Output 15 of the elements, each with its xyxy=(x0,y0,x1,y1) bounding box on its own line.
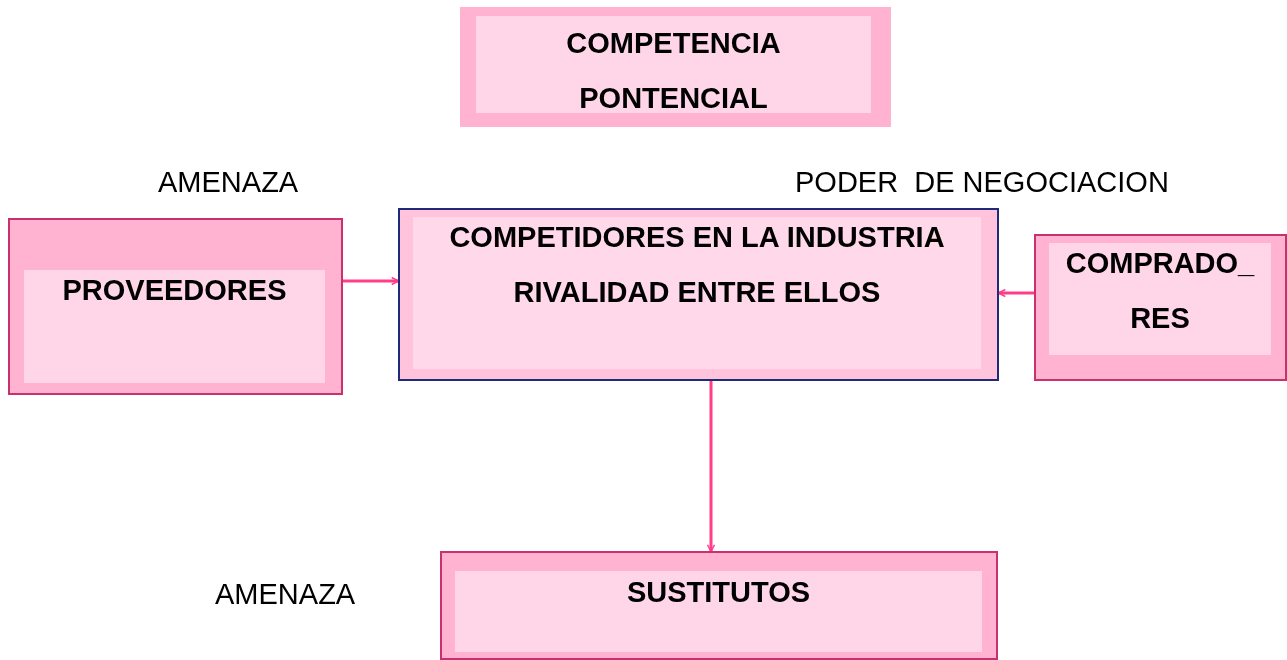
process-box xyxy=(398,208,999,381)
annotation-text: PODER DE NEGOCIACION xyxy=(795,166,1169,199)
process-box xyxy=(1034,234,1287,381)
box-label: COMPETIDORES EN LA INDUSTRIA RIVALIDAD ENTRE ELLOS xyxy=(448,220,946,310)
process-box xyxy=(440,551,998,660)
box-label: COMPETENCIA PONTENCIAL xyxy=(565,26,782,116)
process-box xyxy=(8,218,343,395)
arrow xyxy=(343,276,400,286)
process-box xyxy=(460,7,891,127)
annotation-text: AMENAZA xyxy=(158,166,299,199)
box-label: COMPRADO_ RES xyxy=(1064,246,1256,336)
arrow xyxy=(706,381,716,553)
box-label: SUSTITUTOS xyxy=(625,575,812,610)
box-label: PROVEEDORES xyxy=(61,273,288,308)
annotation-text: AMENAZA xyxy=(215,578,356,611)
